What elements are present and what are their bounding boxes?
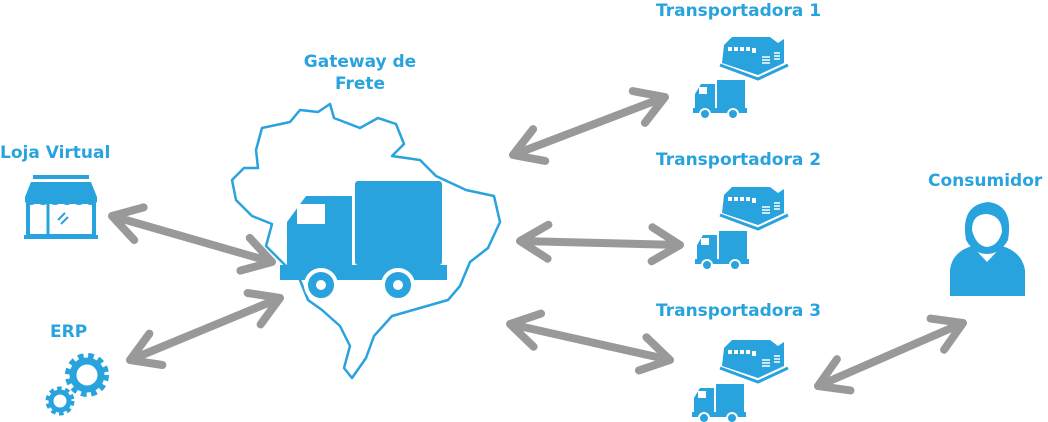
truck-icon-1 [692, 79, 748, 120]
arrow-gateway-t2 [516, 220, 684, 266]
truck-icon-2 [694, 230, 750, 271]
consumer-person-icon [950, 202, 1025, 296]
arrow-erp-gateway [126, 288, 284, 370]
label-erp: ERP [50, 322, 88, 342]
arrow-gateway-t1 [509, 87, 669, 165]
arrow-path [814, 314, 967, 395]
label-gateway: Gateway de Frete [295, 51, 425, 95]
gateway-truck-icon [280, 181, 447, 302]
truck-icon-3 [691, 383, 747, 422]
gears-icon [45, 353, 109, 416]
warehouse-icon-3 [718, 338, 790, 384]
store-icon [24, 175, 98, 239]
warehouse-icon-1 [718, 35, 790, 81]
arrow-loja-gateway [108, 203, 276, 275]
label-gateway-line1: Gateway de [303, 52, 417, 72]
arrow-gateway-t3 [506, 309, 674, 375]
arrow-t3-consumidor [814, 314, 967, 395]
arrow-path [126, 288, 284, 370]
label-loja-virtual: Loja Virtual [0, 143, 111, 163]
arrows-layer [108, 87, 967, 395]
label-consumidor: Consumidor [928, 171, 1043, 191]
label-transportadora-1: Transportadora 1 [656, 1, 822, 21]
arrow-path [506, 309, 674, 375]
label-transportadora-2: Transportadora 2 [656, 150, 822, 170]
arrow-path [509, 87, 669, 165]
warehouse-icon-2 [718, 185, 790, 231]
arrow-path [108, 203, 276, 275]
arrow-path [516, 220, 684, 266]
label-gateway-line2: Frete [334, 74, 386, 94]
brazil-map-outline [230, 102, 502, 380]
label-transportadora-3: Transportadora 3 [656, 301, 822, 321]
